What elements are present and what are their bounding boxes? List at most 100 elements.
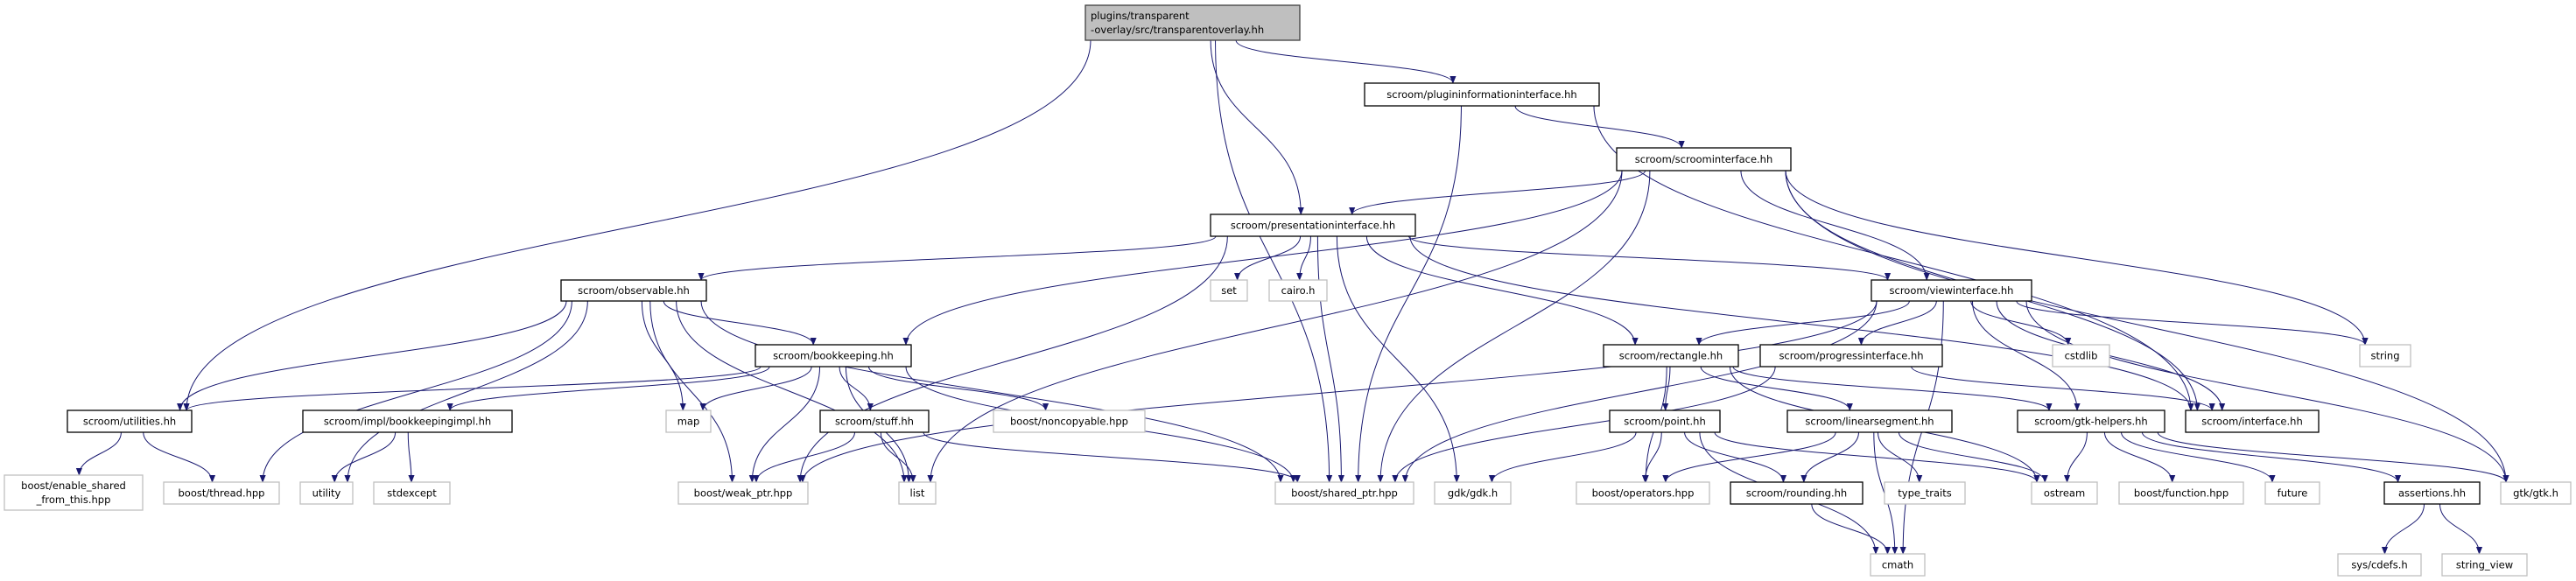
node-box: [1616, 147, 1792, 172]
node-string_view: string_view: [2441, 553, 2528, 577]
node-bookkeeping[interactable]: scroom/bookkeeping.hh: [755, 344, 912, 368]
node-label: list: [910, 487, 925, 500]
node-label: scroom/plugininformationinterface.hh: [1386, 88, 1576, 101]
edge-gtkhelpers-to-gtk: [2157, 431, 2509, 483]
node-interface[interactable]: scroom/interface.hh: [2185, 410, 2320, 433]
edge-presentation-to-viewinterface: [1407, 235, 1891, 281]
node-box: [1871, 279, 2032, 302]
node-label: scroom/rounding.hh: [1746, 487, 1847, 500]
node-rectangle[interactable]: scroom/rectangle.hh: [1603, 344, 1739, 368]
node-shared_ptr: boost/shared_ptr.hpp: [1274, 481, 1414, 505]
node-gdk: gdk/gdk.h: [1434, 481, 1512, 505]
node-type_traits: type_traits: [1884, 481, 1966, 505]
edge-observable-to-bookkeeping: [663, 300, 817, 346]
node-label: cairo.h: [1281, 284, 1316, 297]
node-label: cmath: [1882, 559, 1913, 571]
edge-observable-to-list: [676, 300, 908, 483]
node-box: [677, 481, 809, 505]
edge-bookkeeping-to-map: [699, 366, 812, 411]
edge-assertions-to-cdefs: [2381, 503, 2425, 555]
node-presentation[interactable]: scroom/presentationinterface.hh: [1210, 214, 1416, 237]
node-box: [2264, 481, 2320, 505]
edge-presentation-to-set: [1234, 235, 1302, 281]
edge-gtkhelpers-to-assertions: [2141, 431, 2402, 483]
node-set: set: [1210, 279, 1248, 302]
node-progress[interactable]: scroom/progressinterface.hh: [1759, 344, 1943, 368]
edge-root-to-plugininfo: [1235, 39, 1456, 84]
edge-presentation-to-weak_ptr: [797, 235, 1228, 483]
edge-observable-to-utility: [344, 300, 588, 483]
node-label: boost/shared_ptr.hpp: [1291, 487, 1398, 500]
node-label: gtk/gtk.h: [2513, 487, 2558, 500]
edge-viewinterface-to-gtk: [2025, 300, 2509, 483]
node-box: [1084, 4, 1301, 41]
node-gtkhelpers[interactable]: scroom/gtk-helpers.hh: [2017, 410, 2165, 433]
node-utility: utility: [299, 481, 354, 505]
node-string: string: [2359, 344, 2411, 368]
node-label: scroom/utilities.hh: [83, 416, 176, 428]
node-label: boost/noncopyable.hpp: [1010, 416, 1128, 428]
node-linearsegment[interactable]: scroom/linearsegment.hh: [1786, 410, 1953, 433]
edge-bookkeeping-to-stuff: [839, 366, 874, 411]
node-observable[interactable]: scroom/observable.hh: [560, 279, 707, 302]
node-utilities[interactable]: scroom/utilities.hh: [67, 410, 193, 433]
edge-scroominterface-to-viewinterface: [1740, 170, 1930, 281]
node-label: scroom/impl/bookkeepingimpl.hh: [324, 416, 491, 428]
edge-viewinterface-to-cstdlib: [1970, 300, 2072, 346]
node-box: [1870, 553, 1926, 577]
node-label: ostream: [2044, 487, 2085, 500]
node-box: [373, 481, 451, 505]
node-label: -overlay/src/transparentoverlay.hh: [1091, 24, 1264, 36]
node-scroominterface[interactable]: scroom/scroominterface.hh: [1616, 147, 1792, 172]
node-label: assertions.hh: [2398, 487, 2466, 500]
node-thread: boost/thread.hpp: [163, 481, 280, 505]
node-viewinterface[interactable]: scroom/viewinterface.hh: [1871, 279, 2032, 302]
node-gtk: gtk/gtk.h: [2500, 481, 2572, 505]
edge-linearsegment-to-ostream: [1898, 431, 2048, 483]
node-box: [299, 481, 354, 505]
node-cdefs: sys/cdefs.h: [2337, 553, 2422, 577]
node-box: [1364, 82, 1600, 107]
edge-stuff-to-shared_ptr: [923, 431, 1301, 483]
node-cstdlib: cstdlib: [2052, 344, 2110, 368]
node-rounding[interactable]: scroom/rounding.hh: [1730, 481, 1864, 505]
node-label: scroom/viewinterface.hh: [1890, 284, 2014, 297]
edge-rectangle-to-point: [1662, 366, 1671, 411]
edge-scroominterface-to-string: [1785, 170, 2369, 346]
node-label: map: [677, 416, 700, 428]
edge-gtkhelpers-to-ostream: [2063, 431, 2088, 483]
node-box: [819, 410, 930, 433]
node-assertions[interactable]: assertions.hh: [2383, 481, 2481, 505]
node-root[interactable]: plugins/transparent-overlay/src/transpar…: [1084, 4, 1301, 41]
node-label: boost/function.hpp: [2134, 487, 2229, 500]
edge-point-to-gdk: [1488, 431, 1637, 483]
node-label: gdk/gdk.h: [1448, 487, 1498, 500]
edge-plugininfo-to-shared_ptr: [1355, 105, 1462, 483]
node-box: [1576, 481, 1710, 505]
edge-presentation-to-gdk: [1336, 235, 1460, 483]
node-box: [993, 410, 1146, 433]
edge-linearsegment-to-rounding: [1800, 431, 1859, 483]
edge-gtkhelpers-to-future: [2121, 431, 2276, 483]
node-operators: boost/operators.hpp: [1576, 481, 1710, 505]
edge-point-to-rounding: [1684, 431, 1787, 483]
edge-presentation-to-observable: [698, 235, 1217, 281]
edge-stuff-to-list: [880, 431, 916, 483]
edge-linearsegment-to-type_traits: [1877, 431, 1923, 483]
edge-rectangle-to-linearsegment: [1700, 366, 1853, 411]
node-plugininfo[interactable]: scroom/plugininformationinterface.hh: [1364, 82, 1600, 107]
node-label: boost/operators.hpp: [1592, 487, 1695, 500]
node-point[interactable]: scroom/point.hh: [1609, 410, 1721, 433]
edge-rectangle-to-gtkhelpers: [1732, 366, 2053, 411]
node-label: string_view: [2456, 559, 2513, 571]
node-bookkeepingimpl[interactable]: scroom/impl/bookkeepingimpl.hh: [302, 410, 513, 433]
node-box: [1434, 481, 1512, 505]
edge-observable-to-shared_ptr: [700, 300, 1284, 483]
node-box: [1884, 481, 1966, 505]
node-stuff[interactable]: scroom/stuff.hh: [819, 410, 930, 433]
node-box: [898, 481, 937, 505]
node-label: scroom/progressinterface.hh: [1779, 350, 1923, 362]
node-box: [2383, 481, 2481, 505]
node-label: scroom/gtk-helpers.hh: [2034, 416, 2147, 428]
